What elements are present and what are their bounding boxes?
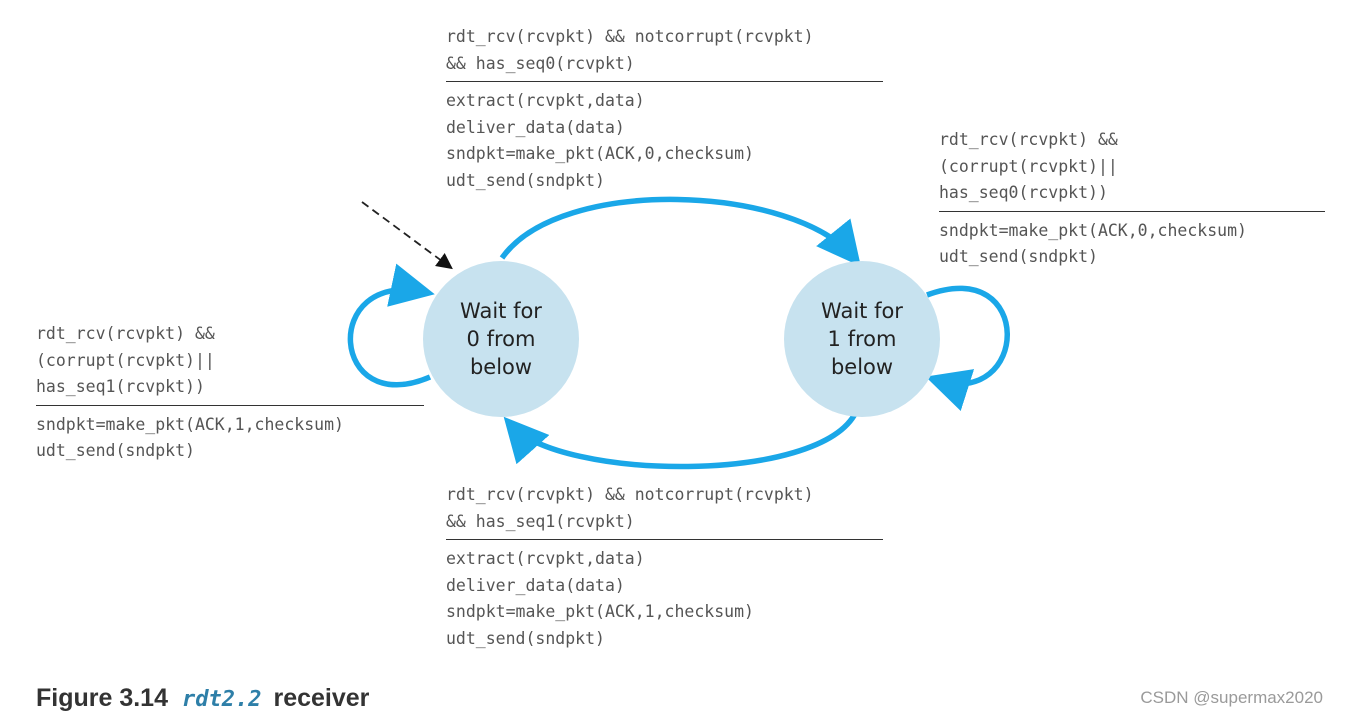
state-wait-1: Wait for 1 from below [784, 261, 940, 417]
transition-right-self-divider [939, 210, 1325, 212]
transition-top-event: rdt_rcv(rcvpkt) && notcorrupt(rcvpkt) &&… [446, 27, 814, 73]
transition-top-action: extract(rcvpkt,data) deliver_data(data) … [446, 91, 754, 190]
transition-left-self-event: rdt_rcv(rcvpkt) && (corrupt(rcvpkt)|| ha… [36, 324, 215, 397]
arrow-self-loop-wait1 [925, 285, 1010, 411]
arrow-bottom-wait1-to-wait0 [503, 410, 859, 470]
arrow-top-wait0-to-wait1 [499, 196, 861, 267]
transition-right-self-label: rdt_rcv(rcvpkt) && (corrupt(rcvpkt)|| ha… [939, 127, 1325, 271]
caption-prefix: Figure 3.14 [36, 684, 168, 712]
transition-right-self-event: rdt_rcv(rcvpkt) && (corrupt(rcvpkt)|| ha… [939, 130, 1118, 203]
transition-bottom-label: rdt_rcv(rcvpkt) && notcorrupt(rcvpkt) &&… [446, 482, 883, 653]
transition-left-self-label: rdt_rcv(rcvpkt) && (corrupt(rcvpkt)|| ha… [36, 321, 424, 465]
caption-suffix: receiver [273, 684, 370, 712]
state-wait-0: Wait for 0 from below [423, 261, 579, 417]
transition-bottom-event: rdt_rcv(rcvpkt) && notcorrupt(rcvpkt) &&… [446, 485, 814, 531]
figure-caption: Figure 3.14 rdt2.2 receiver [36, 684, 369, 713]
transition-bottom-divider [446, 539, 883, 541]
caption-code: rdt2.2 [182, 687, 262, 712]
initial-state-arrow [361, 201, 453, 270]
transition-top-label: rdt_rcv(rcvpkt) && notcorrupt(rcvpkt) &&… [446, 24, 883, 195]
transition-top-divider [446, 81, 883, 83]
transition-left-self-divider [36, 404, 424, 406]
state-wait-0-label: Wait for 0 from below [460, 299, 542, 379]
arrow-self-loop-wait0 [347, 263, 435, 388]
state-wait-1-label: Wait for 1 from below [821, 299, 903, 379]
transition-bottom-action: extract(rcvpkt,data) deliver_data(data) … [446, 549, 754, 648]
watermark: CSDN @supermax2020 [1140, 688, 1323, 707]
transition-right-self-action: sndpkt=make_pkt(ACK,0,checksum) udt_send… [939, 220, 1247, 267]
transition-left-self-action: sndpkt=make_pkt(ACK,1,checksum) udt_send… [36, 414, 344, 461]
